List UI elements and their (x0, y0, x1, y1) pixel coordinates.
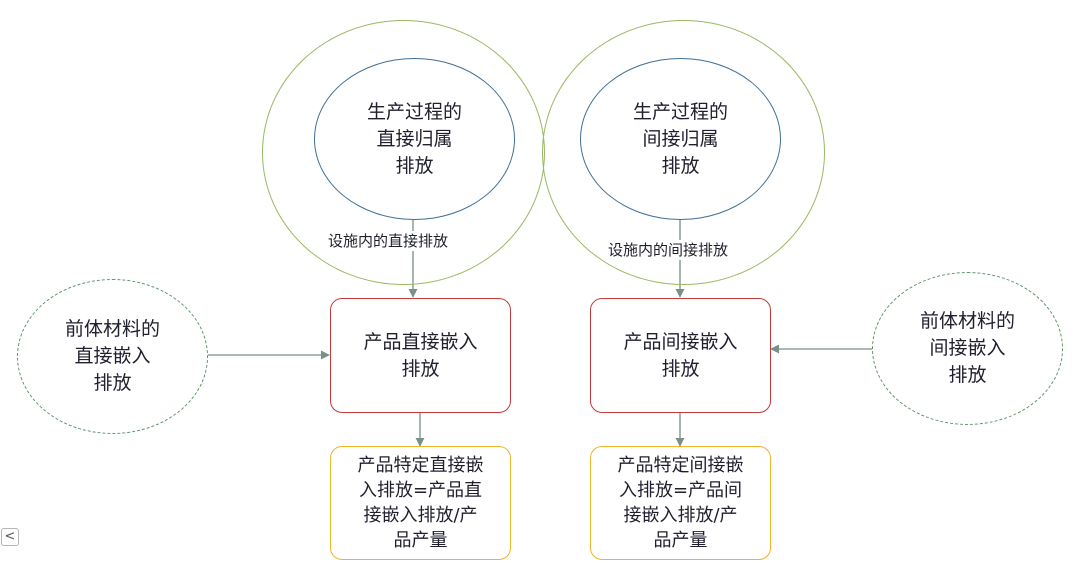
product-direct-embedded-emission-node: 产品直接嵌入 排放 (330, 298, 511, 413)
indirect-process-emission-node: 生产过程的 间接归属 排放 (580, 58, 781, 220)
product-indirect-embedded-emission-node: 产品间接嵌入 排放 (590, 298, 771, 413)
product-specific-direct-emission-node: 产品特定直接嵌 入排放=产品直 接嵌入排放/产 品产量 (330, 446, 511, 560)
collapse-button[interactable]: < (1, 528, 19, 546)
facility-indirect-boundary (542, 20, 825, 285)
facility-direct-emission-label: 设施内的直接排放 (326, 231, 451, 251)
precursor-direct-emission-node: 前体材料的 直接嵌入 排放 (17, 279, 208, 434)
product-specific-indirect-emission-node: 产品特定间接嵌 入排放=产品间 接嵌入排放/产 品产量 (590, 446, 771, 560)
facility-indirect-emission-label: 设施内的间接排放 (606, 240, 731, 260)
direct-process-emission-node: 生产过程的 直接归属 排放 (314, 58, 515, 220)
precursor-indirect-emission-node: 前体材料的 间接嵌入 排放 (872, 272, 1063, 425)
